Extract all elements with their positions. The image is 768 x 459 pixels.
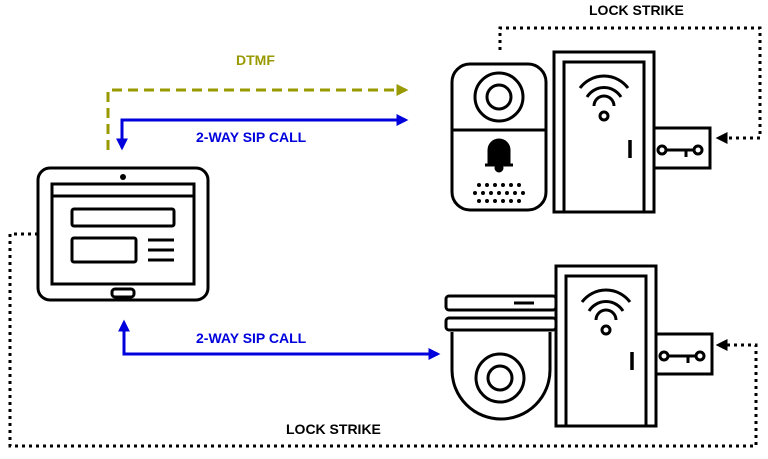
grill-dot: [501, 183, 505, 187]
lock-strike-bottom-connector: [8, 232, 758, 448]
tablet-icon: [36, 166, 210, 302]
lock-strike-top-connector: [498, 26, 762, 144]
door-with-wifi-icon: [554, 264, 658, 428]
grill-dot: [513, 191, 517, 195]
lock-strike-key-icon: [652, 126, 712, 170]
grill-dot: [505, 191, 509, 195]
speaker-grill: [473, 183, 525, 203]
dtmf-label: DTMF: [236, 52, 275, 68]
grill-dot: [481, 191, 485, 195]
grill-dot: [497, 191, 501, 195]
grill-dot: [521, 191, 525, 195]
grill-dot: [517, 183, 521, 187]
grill-dot: [485, 183, 489, 187]
grill-dot: [473, 191, 477, 195]
grill-dot: [501, 199, 505, 203]
dtmf-connector: [106, 84, 409, 150]
grill-dot: [489, 191, 493, 195]
video-doorbell-icon: [450, 62, 548, 212]
grill-dot: [509, 183, 513, 187]
lock-strike-top-label: LOCK STRIKE: [589, 2, 684, 18]
grill-dot: [493, 199, 497, 203]
grill-dot: [493, 183, 497, 187]
sip-call-top-label: 2-WAY SIP CALL: [196, 129, 307, 145]
sip-call-bottom-connector: [118, 319, 441, 360]
sip-call-top-connector: [116, 114, 409, 151]
door-with-wifi-icon: [552, 50, 656, 214]
lock-strike-bottom-label: LOCK STRIKE: [286, 421, 381, 437]
grill-dot: [509, 199, 513, 203]
grill-dot: [477, 199, 481, 203]
grill-dot: [485, 199, 489, 203]
grill-dot: [517, 199, 521, 203]
dome-camera-icon: [444, 294, 558, 421]
grill-dot: [477, 183, 481, 187]
lock-strike-key-icon: [654, 332, 714, 376]
sip-call-bottom-label: 2-WAY SIP CALL: [196, 330, 307, 346]
